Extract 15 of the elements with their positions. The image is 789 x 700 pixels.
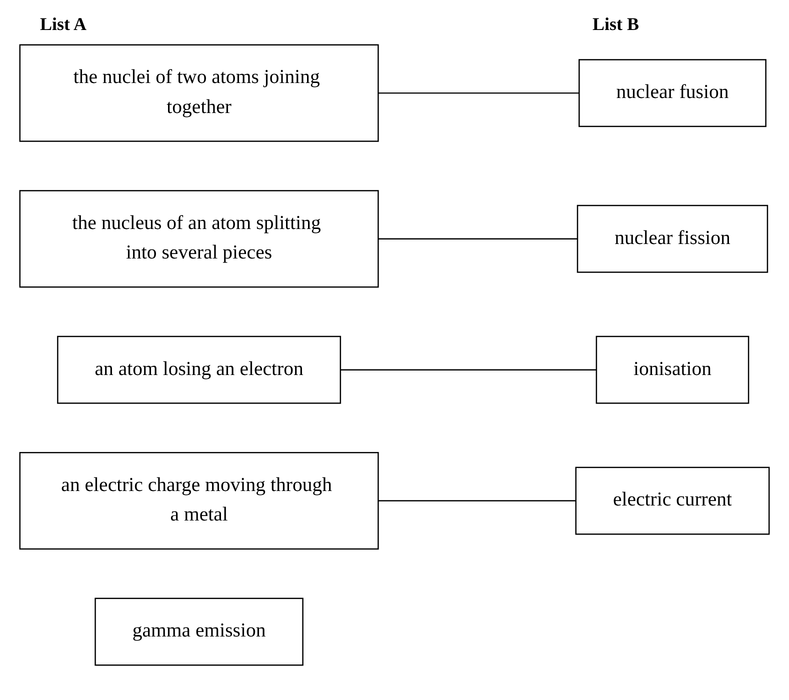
node-box: gamma emission [94,598,304,666]
node-box: the nucleus of an atom splitting into several pieces [19,190,379,288]
connector [340,369,596,370]
column-heading: List A [40,14,87,35]
connector [378,238,578,240]
node-box: nuclear fission [576,204,768,273]
node-box: ionisation [596,336,750,404]
node-box: nuclear fusion [578,59,766,128]
connector [378,500,576,502]
connector [378,92,580,94]
node-box: an electric charge moving through a metal [19,452,379,550]
node-box: electric current [575,466,770,535]
column-heading: List B [592,14,639,35]
node-box: an atom losing an electron [57,336,342,404]
node-box: the nuclei of two atoms joining together [19,44,379,142]
